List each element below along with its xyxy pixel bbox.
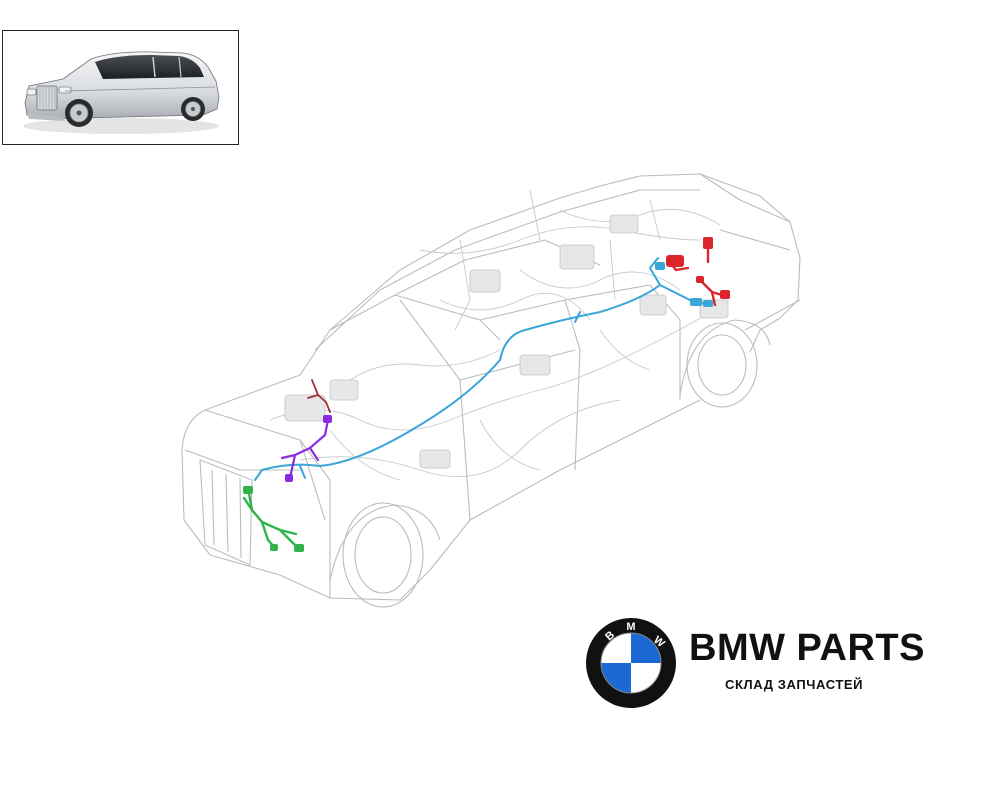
brand-block: B M W BMW PARTS СКЛАД ЗАПЧАСТЕЙ [585,617,945,717]
brand-subtitle: СКЛАД ЗАПЧАСТЕЙ [725,677,864,692]
brand-title: BMW PARTS [689,627,925,669]
engine-bay-harness-red [307,379,331,413]
front-harness-green [242,486,302,552]
car-thumbnail-image [23,51,220,134]
engine-connectors-purple [285,415,332,482]
interior-ghost-wiring [269,189,731,481]
rear-connectors-blue [655,262,713,307]
rear-connectors-red [666,237,730,299]
engine-harness-purple [280,418,330,480]
car-thumbnail-frame [2,30,239,145]
car-outline [181,173,801,608]
bmw-logo-icon: B M W [586,618,676,708]
interior-ghost-components [284,214,729,469]
rear-harness-red [666,246,727,307]
front-connectors-green [243,486,304,552]
logo-letter-m: M [626,621,635,633]
